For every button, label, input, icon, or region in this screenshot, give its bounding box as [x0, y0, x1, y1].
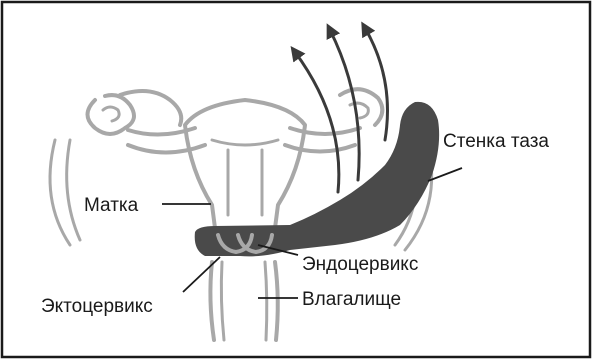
- endocervix-label: Эндоцервикс: [302, 254, 418, 275]
- pelvic-wall-label: Стенка таза: [443, 131, 549, 152]
- ectocervix-label: Эктоцервикс: [41, 296, 153, 317]
- uterus-label: Матка: [84, 195, 139, 216]
- vagina-label: Влагалище: [302, 289, 401, 310]
